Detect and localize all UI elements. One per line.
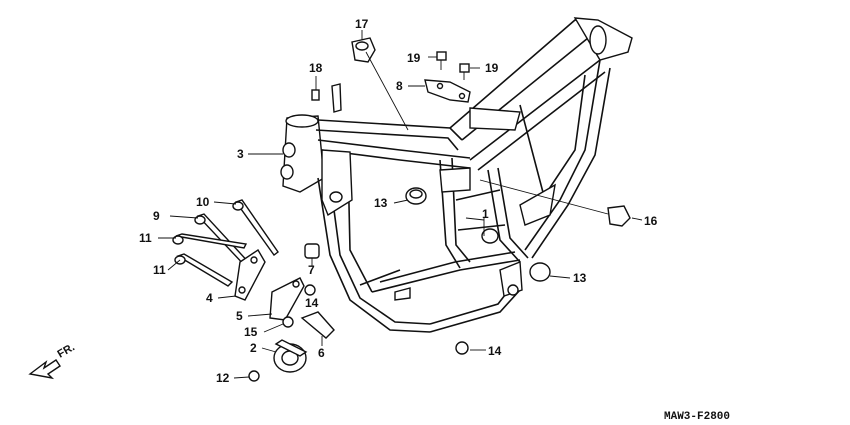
callout-5: 5: [236, 309, 243, 323]
part-15-nut: [282, 316, 294, 328]
part-6-bracket: [300, 311, 335, 339]
callout-7: 7: [308, 263, 315, 277]
direction-label: FR.: [56, 341, 77, 360]
part-4-plate: [234, 249, 266, 301]
callout-11-lower: 11: [153, 263, 166, 277]
part-8-bracket: [424, 79, 471, 103]
part-19-bolts: [436, 51, 470, 80]
callout-1: 1: [482, 207, 489, 221]
callout-9: 9: [153, 209, 160, 223]
part-9-10-11-bolts: [172, 199, 279, 287]
callout-13-upper: 13: [374, 196, 388, 210]
callout-14-lower: 14: [488, 344, 502, 358]
leader-lines: [158, 30, 643, 379]
callout-14-upper: 14: [305, 296, 319, 310]
part-13-grommet-lower: [529, 262, 551, 282]
callout-16: 16: [644, 214, 658, 228]
part-17-bracket: [351, 37, 376, 63]
callout-6: 6: [318, 346, 325, 360]
part-14-nut-upper: [304, 284, 316, 296]
callout-17: 17: [355, 17, 369, 31]
frame-body: [280, 17, 633, 333]
part-7-collar: [304, 243, 320, 259]
diagram-code: MAW3-F2800: [664, 411, 730, 423]
front-direction-arrow: FR.: [28, 341, 77, 380]
callout-4: 4: [206, 291, 213, 305]
part-16-clip: [607, 205, 631, 227]
part-13-grommet-upper: [405, 187, 427, 205]
callout-19-right: 19: [485, 61, 499, 75]
callout-8: 8: [396, 79, 403, 93]
part-18-bolt: [311, 83, 342, 113]
part-5-plate: [269, 277, 305, 321]
callout-19-left: 19: [407, 51, 421, 65]
callout-15: 15: [244, 325, 258, 339]
callout-13-lower: 13: [573, 271, 587, 285]
callout-labels: 1 2 3 4 5 6 7 8 9 10 11 11 12 13 13 14 1…: [139, 17, 658, 385]
part-14-nut-lower: [455, 341, 469, 355]
part-2-horn: [273, 339, 308, 373]
callout-3: 3: [237, 147, 244, 161]
callout-10: 10: [196, 195, 210, 209]
callout-18: 18: [309, 61, 323, 75]
callout-11-upper: 11: [139, 231, 152, 245]
part-12-nut: [248, 370, 260, 382]
callout-12: 12: [216, 371, 230, 385]
callout-2: 2: [250, 341, 257, 355]
